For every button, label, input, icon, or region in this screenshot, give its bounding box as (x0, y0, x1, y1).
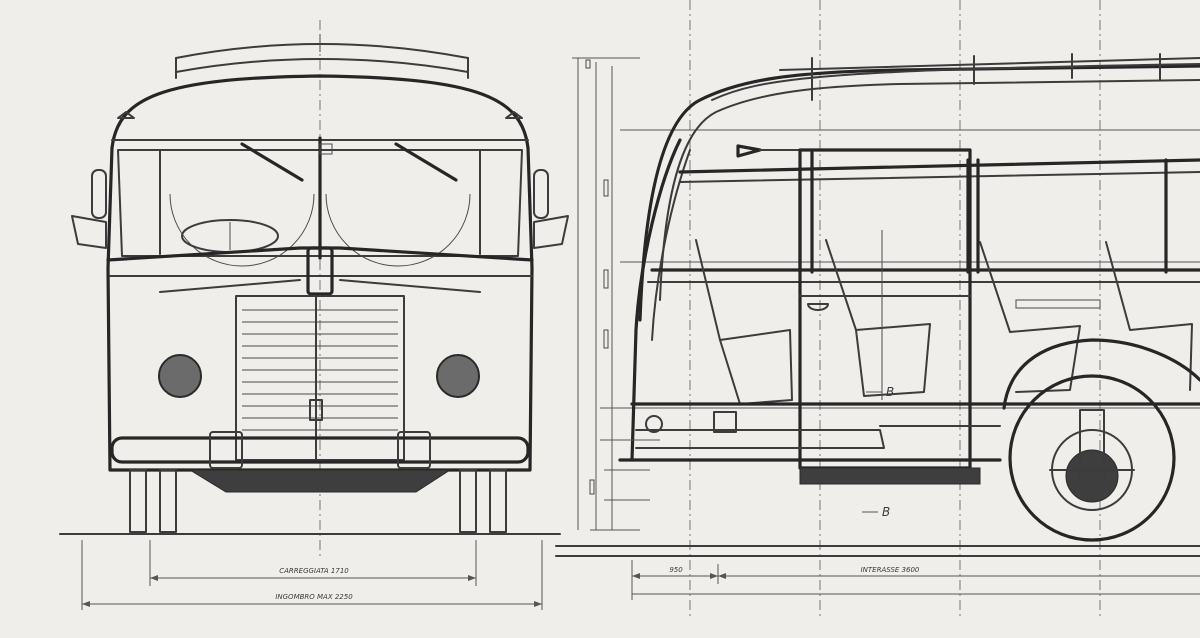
rear-wheel-arch (1002, 338, 1200, 410)
overall-width-label: INGOMBRO MAX 2250 (275, 593, 353, 601)
side-door (798, 148, 972, 470)
track-width-label: CARREGGIATA 1710 (279, 567, 349, 575)
side-front-outline (630, 138, 682, 462)
wiper-left (240, 142, 304, 182)
side-view: B B 950 INTERASSE 3600 (555, 0, 1200, 620)
front-wheels (129, 469, 507, 533)
front-bumper (110, 431, 530, 469)
side-roof-outline (638, 64, 1200, 322)
windshield-frame (117, 149, 523, 257)
rear-wheel (1008, 374, 1176, 542)
mirror-right (533, 169, 569, 249)
radiator-grille (235, 295, 405, 461)
roof-rack (175, 34, 469, 79)
wiper-right (394, 142, 458, 182)
wiper-sweep-right (325, 193, 471, 267)
front-overhang-label: 950 (669, 566, 683, 574)
front-view: CARREGGIATA 1710 INGOMBRO MAX 2250 (59, 20, 569, 610)
running-board-shadow (799, 467, 981, 485)
passenger-seats (695, 230, 1193, 405)
side-roof-rack (779, 53, 1200, 101)
wheelbase-dimension: 950 INTERASSE 3600 (631, 560, 1200, 600)
track-width-dimension: CARREGGIATA 1710 (149, 540, 477, 586)
headlamp-left (158, 354, 202, 398)
mirror-left (71, 169, 107, 249)
marker-lamp-right (505, 111, 523, 119)
section-marker-lower: B (882, 505, 890, 519)
section-marker-upper: B (886, 385, 894, 399)
front-axle-shadow (188, 469, 452, 493)
wiper-sweep-left (169, 193, 315, 267)
wheelbase-label: INTERASSE 3600 (861, 566, 920, 574)
front-emblem (306, 246, 334, 296)
filler-cap (645, 415, 663, 433)
marker-lamp-left (117, 111, 135, 119)
front-body-outline (106, 74, 534, 472)
height-dimensions (572, 57, 650, 531)
side-marker-lamp (736, 144, 762, 158)
headlamp-right (436, 354, 480, 398)
overall-width-dimension: INGOMBRO MAX 2250 (81, 540, 543, 610)
